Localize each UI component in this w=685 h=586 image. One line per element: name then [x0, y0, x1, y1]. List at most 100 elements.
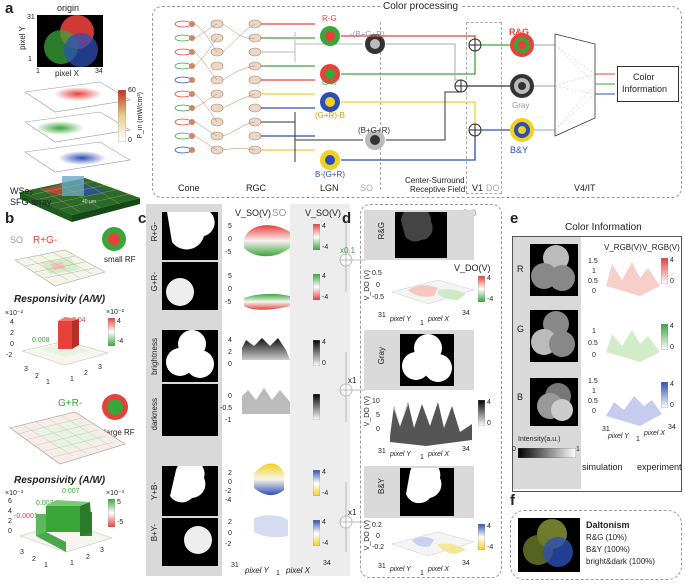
- pathway-diagram: [174, 19, 615, 170]
- do-frame: [466, 22, 502, 194]
- tick: 2: [228, 349, 232, 356]
- stage-v4: V4/IT: [574, 183, 596, 193]
- x-tick-right: 34: [95, 68, 103, 75]
- e-surface-r: [606, 262, 660, 296]
- tick: 1: [592, 268, 596, 275]
- rf1-icon: [102, 227, 126, 251]
- z-axis-by: V_DO (V): [364, 520, 371, 551]
- device-label-2: SFG array: [10, 197, 52, 207]
- row-label-by: B+Y-: [150, 524, 159, 542]
- tick-34: 34: [462, 560, 470, 567]
- tick: 0.5: [588, 340, 598, 347]
- tick-31: 31: [378, 448, 386, 455]
- cbar-val: 4: [322, 519, 326, 526]
- tick: 10: [372, 398, 380, 405]
- tick-1: 1: [420, 320, 424, 327]
- cbar-val: 4: [670, 381, 674, 388]
- resp-title-1: Responsivity (A/W): [14, 294, 106, 305]
- tick-34: 34: [668, 424, 676, 431]
- tick: 0.2: [372, 522, 382, 529]
- e-cbar-g: [661, 324, 668, 350]
- tick: 0: [592, 408, 596, 415]
- resp1-ztick: -2: [6, 352, 13, 359]
- row-label-brightness: brightness: [150, 338, 159, 375]
- colorbar-bottom: 0: [128, 137, 132, 144]
- x-tick-left: 1: [36, 68, 40, 75]
- tick: 0: [228, 286, 232, 293]
- tick: 0: [228, 393, 232, 400]
- daltonism-line-1: R&G (10%): [586, 533, 627, 542]
- do-by-surface: [391, 531, 475, 557]
- panel-f-label: f: [510, 492, 515, 509]
- out-label-gray: Gray: [377, 347, 386, 365]
- tick: 1.5: [588, 258, 598, 265]
- tick: 5: [228, 273, 232, 280]
- tick-31: 31: [378, 312, 386, 319]
- do-cbar-val: -4: [487, 544, 494, 551]
- colorbar-top: 60: [128, 87, 136, 94]
- axis-px: pixel X: [428, 316, 450, 323]
- axis-py: pixel Y: [608, 433, 629, 440]
- cbar-val: -4: [322, 490, 329, 497]
- tick: -5: [225, 299, 232, 306]
- color-info-box: [617, 66, 679, 102]
- vso-label: V_SO(V): [235, 208, 272, 218]
- do-cbar-rg: [478, 276, 485, 302]
- row-label-yb: Y+B-: [150, 482, 159, 501]
- intensity-colorbar: [518, 448, 576, 458]
- color-processing-title: Color processing: [380, 1, 462, 12]
- tick: 0: [376, 282, 380, 289]
- gain-1: x0.1: [340, 246, 356, 255]
- panel-c-label: c: [138, 210, 147, 227]
- resp2-exp: ×10⁻³: [5, 490, 23, 497]
- e-cbar-r: [661, 258, 668, 284]
- scale-label: 40 μm: [82, 199, 96, 205]
- resp2-cbar-exp: ×10⁻³: [106, 490, 124, 497]
- axis-px: pixel X: [428, 451, 450, 458]
- intensity-label: Intensity(a.u.): [518, 436, 561, 443]
- out-label-by: B&Y: [377, 478, 386, 495]
- do-gray-surface: [390, 402, 472, 446]
- axis-py: pixel Y: [390, 451, 411, 458]
- panel-f-frame: [510, 510, 682, 580]
- out-label-rg: R&G: [509, 27, 529, 37]
- color-info-label-2: Information: [622, 84, 668, 94]
- y-tick-top: 31: [27, 14, 35, 21]
- resp1-side: 0.008: [32, 337, 50, 344]
- so-surface-plots: [242, 225, 290, 538]
- resp1-grid-tick: 2: [35, 373, 39, 380]
- tick: 1: [592, 388, 596, 395]
- resp1-colorbar: [108, 318, 115, 346]
- cbar-val: -4: [322, 244, 329, 251]
- cbar-dk: [313, 394, 320, 420]
- cbar-val: -4: [322, 294, 329, 301]
- resp1-cbar-top: 4: [117, 318, 121, 325]
- tick-34: 34: [462, 446, 470, 453]
- panel-b-label: b: [5, 210, 15, 227]
- do-cbar-gray: [478, 400, 485, 426]
- resp1-ztick: 2: [10, 330, 14, 337]
- tick: -0.5: [220, 405, 233, 412]
- gain-2: x1: [348, 376, 357, 385]
- stage-v1: V1: [472, 183, 484, 193]
- v1-rf-gray: [510, 74, 534, 98]
- rf2-size: large RF: [104, 428, 135, 437]
- do-cbar-val: 4: [487, 399, 491, 406]
- resp2-grid-tick: 1: [70, 560, 74, 567]
- axis-py: pixel Y: [245, 566, 269, 575]
- origin-image: [37, 15, 103, 67]
- row-label-rg: R+G-: [150, 222, 159, 242]
- stage-so: SO: [360, 183, 374, 193]
- panel-d-label: d: [342, 210, 352, 227]
- resp1-exp: ×10⁻²: [5, 310, 23, 317]
- tick: 0: [228, 361, 232, 368]
- tick-31: 31: [378, 563, 386, 570]
- lgn-label-bgr3: B-(G+R): [315, 170, 345, 179]
- do-by-image: [400, 468, 454, 516]
- tick-31: 31: [231, 562, 239, 569]
- y-tick-bottom: 1: [28, 56, 32, 63]
- lgn-rf-gr: [320, 64, 340, 84]
- resp2-low: -0.0001: [14, 513, 38, 520]
- resp2-cbar-top: 5: [117, 499, 121, 506]
- do-cbar-val: 4: [487, 523, 491, 530]
